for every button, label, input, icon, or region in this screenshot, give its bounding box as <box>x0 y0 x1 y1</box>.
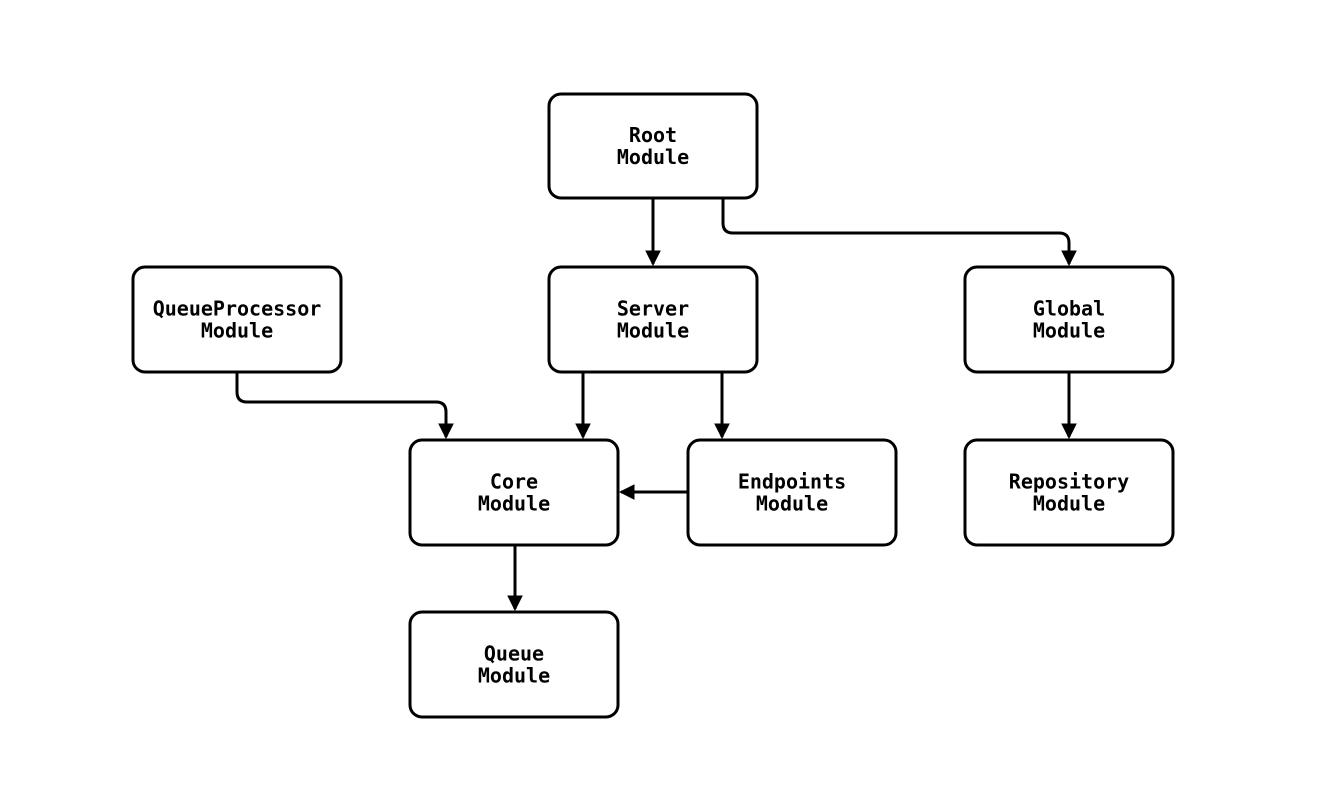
node-root-box <box>547 92 759 200</box>
node-core-box <box>408 438 620 547</box>
node-endpoints-box <box>686 438 898 547</box>
edge-queueprocessor-to-core <box>235 372 446 437</box>
node-repository-box <box>963 438 1175 547</box>
node-queueprocessor-box <box>131 265 343 374</box>
node-queue-box <box>408 610 620 719</box>
edges-layer <box>235 198 1069 609</box>
node-server-box <box>547 265 759 374</box>
edge-root-to-global <box>721 198 1069 264</box>
node-global-box <box>963 265 1175 374</box>
